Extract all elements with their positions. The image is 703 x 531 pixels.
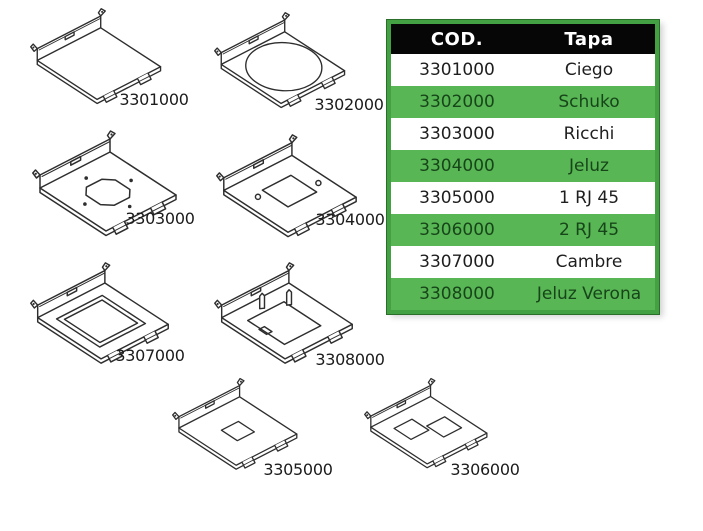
diagram-label: 3303000 <box>125 209 195 228</box>
cod-cell: 3306000 <box>389 214 523 246</box>
diagram-label: 3301000 <box>119 90 189 109</box>
diagram-3307000 <box>30 260 174 370</box>
diagram-3303000 <box>32 128 182 243</box>
diagram-label: 3307000 <box>115 346 185 365</box>
diagram-3301000 <box>30 6 166 110</box>
diagram-label: 3305000 <box>263 460 333 479</box>
plate-drawing <box>364 377 488 469</box>
cod-cell: 3302000 <box>389 86 523 118</box>
diagram-label: 3306000 <box>450 460 520 479</box>
diagram-label: 3304000 <box>315 210 385 229</box>
diagram-3305000 <box>172 376 302 476</box>
plate-drawing <box>214 262 353 364</box>
tapa-cell: Ciego <box>523 54 657 86</box>
diagram-label: 3302000 <box>314 95 384 114</box>
parts-table-header: COD. Tapa <box>389 22 657 54</box>
tapa-cell: Cambre <box>523 246 657 278</box>
diagram-3304000 <box>216 132 362 244</box>
tapa-cell: Ricchi <box>523 118 657 150</box>
plate-drawing <box>172 377 298 470</box>
tapa-cell: 2 RJ 45 <box>523 214 657 246</box>
plate-drawing <box>214 12 346 109</box>
plate-drawing <box>32 130 177 237</box>
tapa-cell: Schuko <box>523 86 657 118</box>
plate-drawing <box>30 262 169 364</box>
table-header-tapa: Tapa <box>523 22 657 54</box>
table-header-cod: COD. <box>389 22 523 54</box>
cod-cell: 3307000 <box>389 246 523 278</box>
plate-drawing <box>216 134 357 238</box>
cod-cell: 3304000 <box>389 150 523 182</box>
diagram-3302000 <box>214 10 350 114</box>
cod-cell: 3303000 <box>389 118 523 150</box>
cod-cell: 3301000 <box>389 54 523 86</box>
diagram-3306000 <box>364 376 492 474</box>
tapa-cell: Jeluz <box>523 150 657 182</box>
plate-drawing <box>30 8 162 105</box>
tapa-cell: 1 RJ 45 <box>523 182 657 214</box>
diagram-label: 3308000 <box>315 350 385 369</box>
tapa-cell: Jeluz Verona <box>523 278 657 312</box>
cod-cell: 3305000 <box>389 182 523 214</box>
cod-cell: 3308000 <box>389 278 523 312</box>
diagram-3308000 <box>214 260 358 370</box>
